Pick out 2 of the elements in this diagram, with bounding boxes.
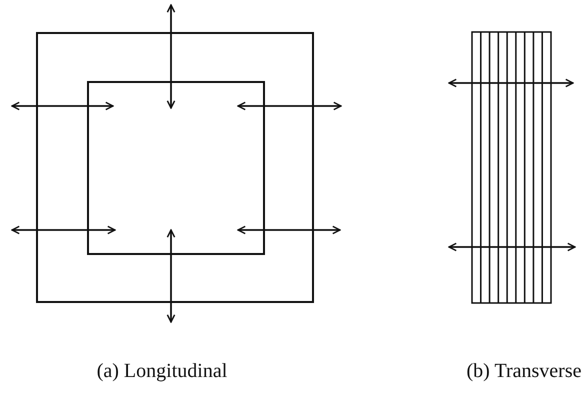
caption: (b) Transverse — [466, 360, 582, 383]
caption: (a) Longitudinal — [96, 360, 228, 383]
